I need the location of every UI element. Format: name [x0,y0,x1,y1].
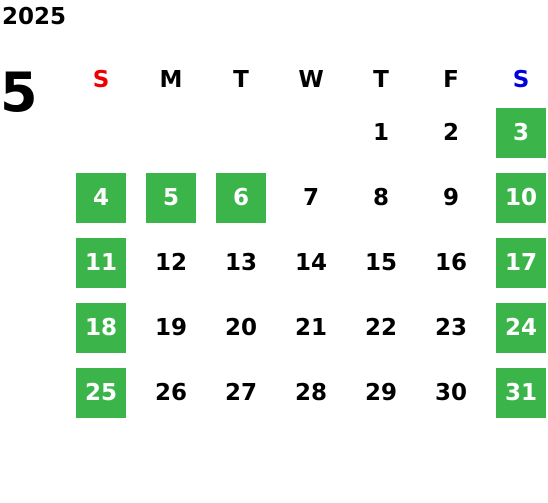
holiday-day-cell[interactable]: 17 [486,230,548,295]
weekday-header-friday: F [443,67,459,93]
day-number: 8 [372,184,389,211]
day-cell[interactable]: 21 [276,295,346,360]
holiday-day-cell[interactable]: 24 [486,295,548,360]
day-cell[interactable]: 7 [276,165,346,230]
empty-day-cell [66,100,136,165]
day-number: 18 [76,302,126,353]
weekday-header-tuesday: T [233,67,249,93]
day-number: 21 [294,314,327,341]
holiday-day-cell[interactable]: 11 [66,230,136,295]
empty-day-cell [136,100,206,165]
weekday-header-sunday: S [92,67,110,93]
weekday-header-monday: M [159,67,183,93]
weekday-header-thursday: T [373,67,389,93]
day-number: 9 [442,184,459,211]
day-number: 30 [434,379,467,406]
day-cell[interactable]: 27 [206,360,276,425]
day-cell[interactable]: 28 [276,360,346,425]
calendar-week-row: 1 2 3 [66,100,548,165]
day-number: 27 [224,379,257,406]
day-number: 12 [154,249,187,276]
day-cell[interactable]: 22 [346,295,416,360]
day-cell[interactable]: 29 [346,360,416,425]
holiday-day-cell[interactable]: 10 [486,165,548,230]
calendar-month: 5 [0,61,38,124]
day-number [216,108,266,158]
day-number: 6 [216,172,266,223]
weekday-header-row: S M T W T F S [66,60,548,100]
day-number: 14 [294,249,327,276]
day-number: 7 [302,184,319,211]
day-cell[interactable]: 14 [276,230,346,295]
day-number [76,108,126,158]
day-number: 5 [146,172,196,223]
day-cell[interactable]: 13 [206,230,276,295]
day-number: 20 [224,314,257,341]
empty-day-cell [276,100,346,165]
day-number [146,108,196,158]
day-cell[interactable]: 20 [206,295,276,360]
weekday-header-saturday: S [512,67,530,93]
day-cell[interactable]: 23 [416,295,486,360]
calendar-week-row: 25 26 27 28 29 30 31 [66,360,548,425]
day-number: 2 [442,119,459,146]
day-number: 17 [496,237,546,288]
day-number: 10 [496,172,546,223]
day-number: 26 [154,379,187,406]
day-cell[interactable]: 12 [136,230,206,295]
holiday-day-cell[interactable]: 18 [66,295,136,360]
day-number: 16 [434,249,467,276]
day-cell[interactable]: 15 [346,230,416,295]
holiday-day-cell[interactable]: 5 [136,165,206,230]
empty-day-cell [206,100,276,165]
day-cell[interactable]: 8 [346,165,416,230]
day-cell[interactable]: 30 [416,360,486,425]
day-number: 11 [76,237,126,288]
day-cell[interactable]: 9 [416,165,486,230]
day-number: 25 [76,367,126,418]
day-cell[interactable]: 26 [136,360,206,425]
holiday-day-cell[interactable]: 4 [66,165,136,230]
day-cell[interactable]: 1 [346,100,416,165]
weekday-header-wednesday: W [298,67,324,93]
day-number: 23 [434,314,467,341]
calendar-year: 2025 [2,4,67,30]
day-number: 31 [496,367,546,418]
day-number: 15 [364,249,397,276]
holiday-day-cell[interactable]: 25 [66,360,136,425]
day-number: 22 [364,314,397,341]
day-number: 13 [224,249,257,276]
day-number: 19 [154,314,187,341]
calendar-week-row: 11 12 13 14 15 16 17 [66,230,548,295]
holiday-day-cell[interactable]: 6 [206,165,276,230]
day-cell[interactable]: 16 [416,230,486,295]
day-number [286,108,336,158]
day-cell[interactable]: 2 [416,100,486,165]
day-number: 24 [496,302,546,353]
holiday-day-cell[interactable]: 3 [486,100,548,165]
day-number: 29 [364,379,397,406]
calendar-week-row: 18 19 20 21 22 23 24 [66,295,548,360]
day-number: 3 [496,107,546,158]
holiday-day-cell[interactable]: 31 [486,360,548,425]
day-cell[interactable]: 19 [136,295,206,360]
day-number: 1 [372,119,389,146]
day-number: 28 [294,379,327,406]
day-number: 4 [76,172,126,223]
